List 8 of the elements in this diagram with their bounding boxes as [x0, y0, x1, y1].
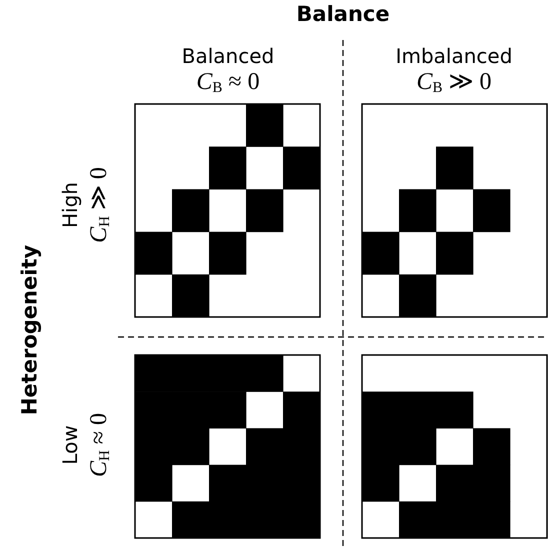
- row-heading: Low: [60, 425, 80, 465]
- axis-title: Heterogeneity: [20, 244, 40, 416]
- formula: C$_{B}$ ≈ 0: [196, 70, 260, 96]
- row-heading: High: [60, 182, 80, 228]
- column-heading: Imbalanced: [396, 46, 512, 66]
- column-heading: Balanced: [182, 46, 274, 66]
- axis-title: Balance: [296, 4, 390, 25]
- formula: C$_{B}$ ≫ 0: [416, 70, 492, 96]
